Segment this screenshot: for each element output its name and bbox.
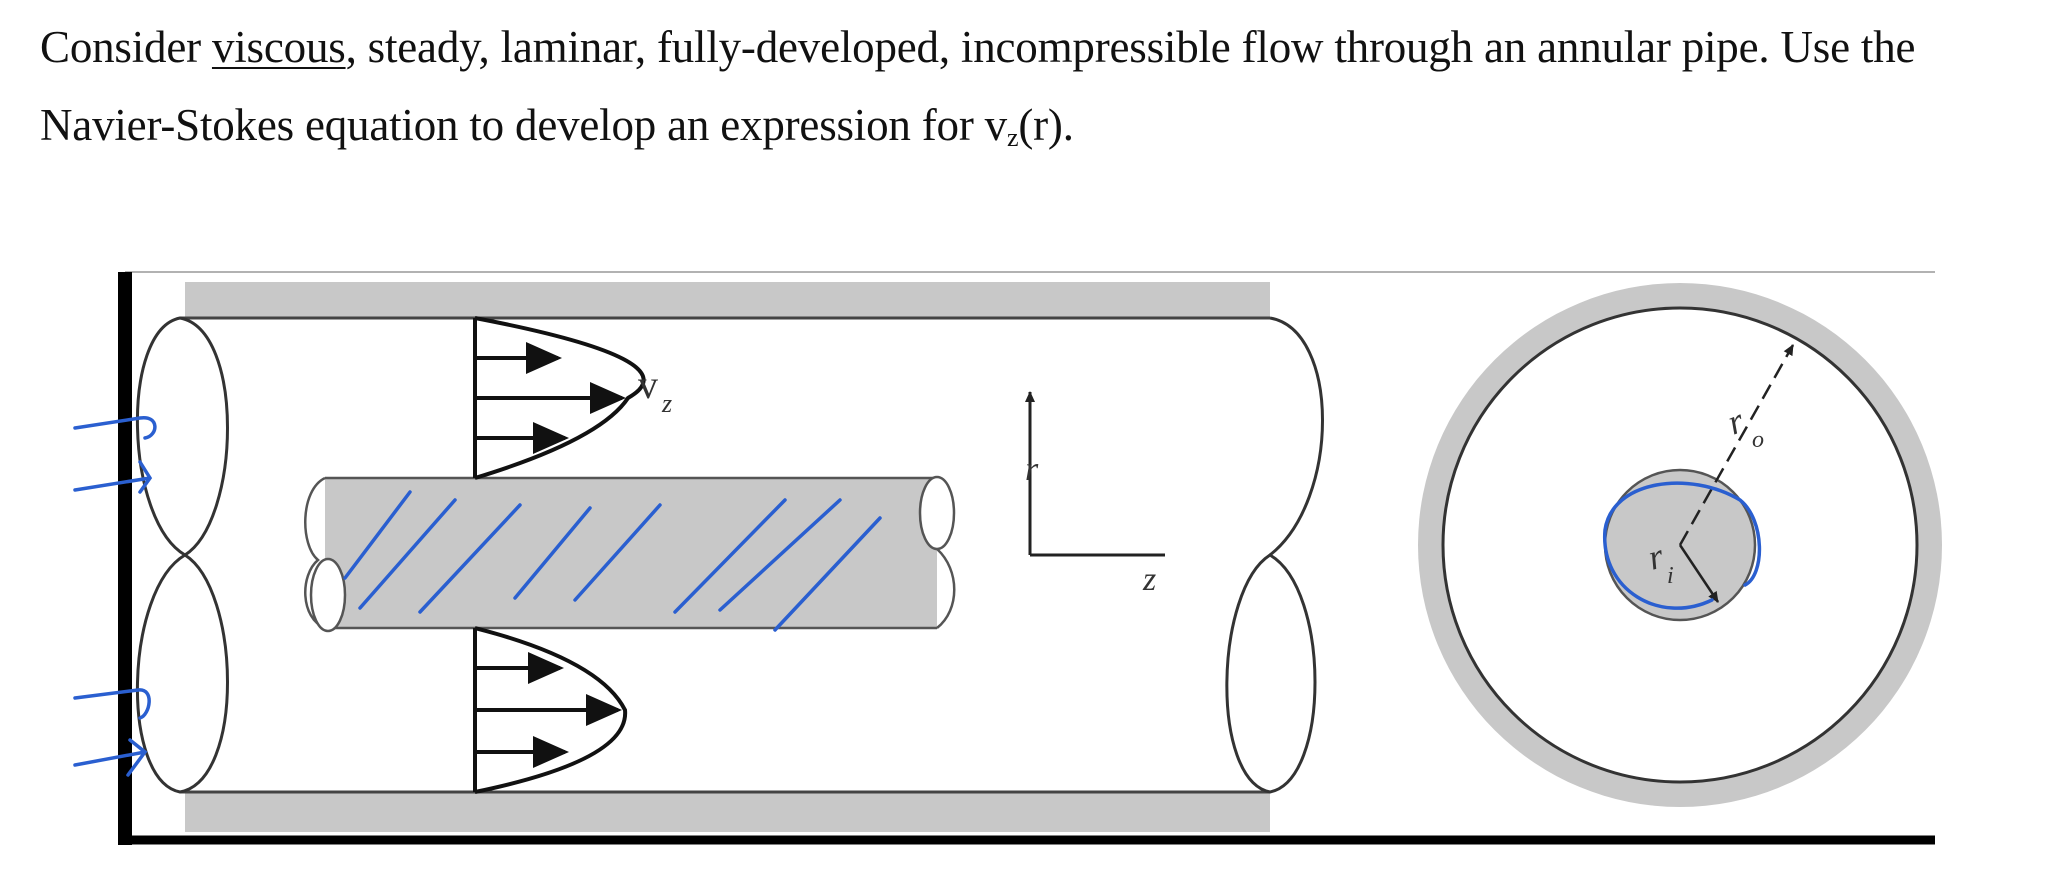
problem-text-underlined: viscous [211,22,346,72]
upper-velocity-profile [473,316,646,480]
rz-axes [1025,391,1165,557]
velocity-label-subscript: z [661,389,672,418]
lower-velocity-profile [473,626,628,794]
left-pipe-cut-ends [136,316,229,794]
outer-radius-subscript: o [1752,427,1764,453]
axis-z-label: z [1142,561,1156,598]
problem-text-part1: Consider [40,22,212,72]
problem-statement: Consider viscous, steady, laminar, fully… [40,8,2020,164]
problem-text-part3: (r). [1018,100,1074,150]
axis-r-label: r [1025,451,1039,488]
inner-radius-subscript: i [1667,563,1674,589]
figure-frame [118,271,1935,845]
radius-indicators [1678,344,1795,603]
problem-text-part2: , steady, laminar, fully-developed, inco… [40,22,1916,150]
right-pipe-cut-ends [1225,316,1324,794]
inlet-flow-annotations [73,416,157,777]
inner-rod-circle-annotation [1603,481,1762,610]
velocity-label: v [638,362,658,407]
outer-pipe-wall [180,282,1270,832]
problem-text-subscript: z [1007,123,1019,152]
rod-hatch-annotations [343,490,882,632]
